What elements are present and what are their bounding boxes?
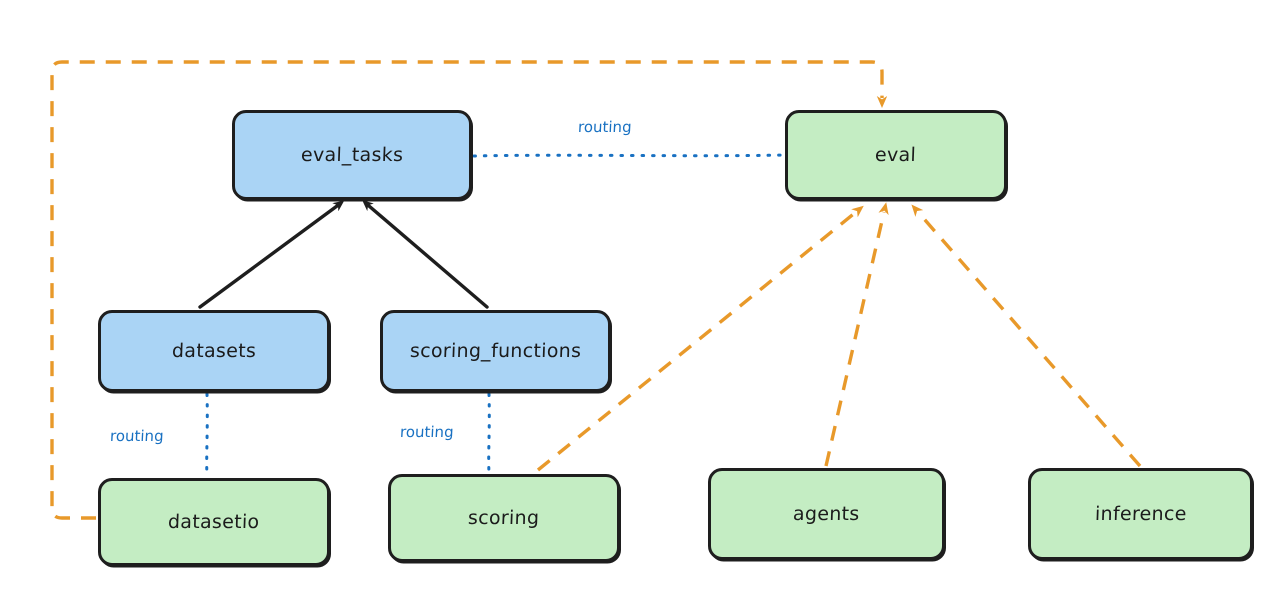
node-eval[interactable]: eval [785, 110, 1007, 200]
node-eval-tasks-label: eval_tasks [300, 144, 404, 166]
edge-datasets-to-eval-tasks [198, 200, 345, 309]
node-inference-label: inference [1094, 503, 1187, 525]
edge-scoring-to-eval [536, 205, 864, 472]
node-scoring[interactable]: scoring [388, 474, 620, 562]
node-eval-tasks[interactable]: eval_tasks [232, 110, 472, 200]
node-datasets[interactable]: datasets [98, 310, 330, 392]
node-datasets-label: datasets [171, 340, 257, 362]
edge-scoring-functions-to-scoring [487, 392, 491, 475]
edge-agents-to-eval [824, 202, 889, 467]
node-agents[interactable]: agents [708, 468, 945, 560]
edge-datasets-to-datasetio [205, 392, 209, 479]
edge-label-routing-eval-tasks-eval: routing [577, 118, 633, 136]
node-datasetio[interactable]: datasetio [98, 478, 330, 566]
node-scoring-functions[interactable]: scoring_functions [380, 310, 611, 392]
node-scoring-functions-label: scoring_functions [409, 340, 582, 362]
edge-label-routing-scoring-functions-scoring: routing [399, 423, 455, 441]
node-scoring-label: scoring [467, 507, 541, 529]
node-eval-label: eval [875, 144, 917, 166]
node-inference[interactable]: inference [1028, 468, 1253, 560]
edge-inference-to-eval [911, 204, 1142, 468]
edge-label-routing-datasets-datasetio: routing [109, 427, 165, 445]
edge-datasetio-to-eval [50, 60, 888, 520]
edge-scoring-functions-to-eval-tasks [362, 200, 489, 309]
node-agents-label: agents [792, 503, 861, 525]
node-datasetio-label: datasetio [167, 511, 261, 533]
edge-eval-tasks-to-eval [472, 153, 785, 158]
